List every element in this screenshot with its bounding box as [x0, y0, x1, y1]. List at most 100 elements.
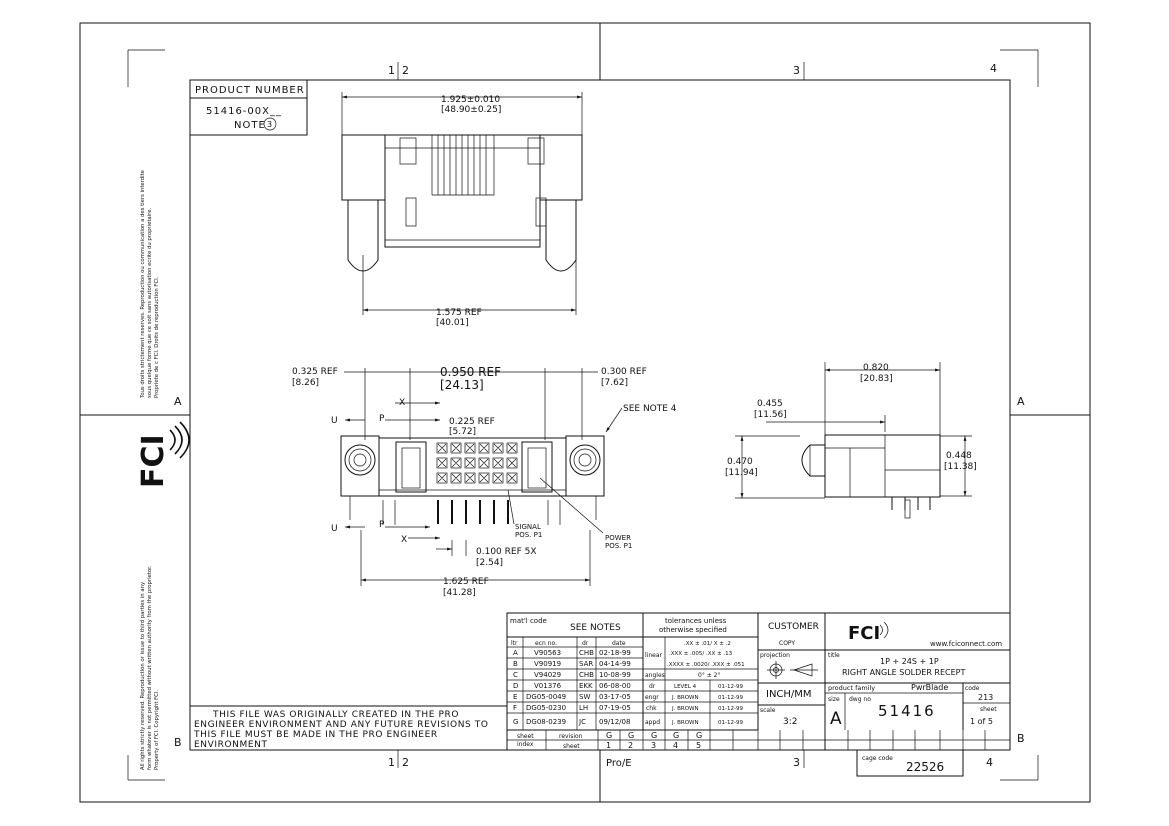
rev-e-dr: SW	[579, 693, 590, 701]
dim-820: 0.820	[863, 363, 889, 373]
rev-head-ecn: ecn no.	[535, 640, 557, 647]
angles-val: 0° ± 2°	[698, 672, 720, 679]
engr-name: J. BROWN	[671, 695, 699, 701]
sheet-num-4: 4	[673, 741, 678, 750]
sheet-sm-label: sheet	[563, 743, 580, 750]
dim-455-mm: [11.56]	[754, 410, 787, 420]
title-line-2: RIGHT ANGLE SOLDER RECEPT	[842, 668, 966, 677]
sheet-index-label-2: index	[517, 741, 534, 748]
angles-label: angles	[645, 672, 665, 679]
zone-bottom-2: 2	[402, 756, 409, 769]
label-u-top: U	[331, 416, 338, 426]
product-number-note: NOTE	[234, 120, 266, 131]
fci-logo-block: FCI	[848, 623, 880, 644]
dim-top-ref: 1.575 REF	[436, 308, 482, 318]
zone-top-2: 2	[402, 64, 409, 77]
rev-head-date: date	[612, 640, 626, 647]
sheet-rev-5: G	[696, 731, 702, 740]
dwg-no: 51416	[878, 702, 936, 720]
signal-label: SIGNAL	[515, 523, 541, 531]
appd-name: J. BROWN	[671, 720, 699, 726]
rev-f-ltr: F	[513, 704, 517, 712]
dim-225: 0.225 REF	[449, 417, 495, 427]
chk-name: J. BROWN	[671, 706, 699, 712]
fci-wave-icon	[879, 621, 889, 639]
dim-470: 0.470	[727, 457, 753, 467]
code-value: 213	[978, 693, 993, 702]
rev-c-date: 10-08-99	[599, 671, 631, 679]
appd-date: 01-12-99	[718, 720, 743, 726]
scale-label: scale	[760, 707, 776, 714]
dim-325: 0.325 REF	[292, 367, 338, 377]
chk-label: chk	[646, 705, 657, 712]
margin-note-en-2: form whatever is not permitted without w…	[147, 565, 153, 770]
pro-e-label: Pro/E	[606, 758, 632, 769]
cage-code: 22526	[906, 760, 944, 774]
note-number: 3	[267, 120, 272, 129]
code-label: code	[965, 685, 980, 692]
rev-head-ltr: ltr	[511, 640, 518, 647]
margin-note-english: All rights strictly reserved. Reproducti…	[140, 565, 160, 770]
rev-a-date: 02-18-99	[599, 649, 631, 657]
label-p-top: P	[379, 414, 385, 424]
level-value: LEVEL 4	[674, 684, 697, 690]
dim-100-mm: [2.54]	[476, 558, 503, 568]
matl-code-label: mat'l code	[510, 617, 547, 625]
rev-head-dr: dr	[582, 640, 589, 647]
dim-470-mm: [11.94]	[725, 468, 758, 478]
rev-a-ecn: V90563	[534, 649, 561, 657]
dim-820-mm: [20.83]	[860, 374, 893, 384]
appd-label: appd	[645, 719, 660, 726]
linear-val-2: .XXX ± .005/ .XX ± .13	[669, 651, 733, 657]
dim-448: 0.448	[946, 451, 972, 461]
label-x-top: X	[399, 398, 405, 408]
label-x-bottom: X	[401, 535, 407, 545]
rev-g-ecn: DG08-0239	[526, 718, 566, 726]
rev-a-dr: CHB	[579, 649, 594, 657]
rev-c-ltr: C	[513, 671, 518, 679]
margin-note-fr-3: Propriete de c FCI. Droits de reproducti…	[154, 276, 160, 398]
dim-300: 0.300 REF	[601, 367, 647, 377]
front-view: 0.325 REF [8.26] 0.950 REF [24.13] 0.300…	[292, 365, 677, 525]
product-family-label: product family	[828, 684, 875, 692]
dim-325-mm: [8.26]	[292, 378, 319, 388]
title-block: mat'l code SEE NOTES tolerances unless o…	[190, 612, 1011, 777]
pro-note-2: ENGINEER ENVIRONMENT AND ANY FUTURE REVI…	[194, 720, 489, 730]
top-view-ribs	[437, 135, 487, 195]
rev-b-ltr: B	[513, 660, 518, 668]
zone-top-1: 1	[388, 64, 395, 77]
linear-label: linear	[645, 652, 663, 659]
zone-bottom-4: 4	[986, 756, 993, 769]
fci-logo-side: FCI	[136, 421, 190, 488]
margin-note-fr-2: sous quelque forme que ce soit sans auto…	[147, 208, 153, 398]
customer-label: CUSTOMER	[768, 622, 819, 632]
zone-right-b: B	[1017, 732, 1025, 745]
rev-g-dr: JC	[578, 718, 586, 726]
size-value: A	[830, 709, 842, 729]
projection-label: projection	[760, 652, 790, 659]
pro-note-3: THIS FILE MUST BE MADE IN THE PRO ENGINE…	[193, 730, 438, 740]
rev-a-ltr: A	[513, 649, 518, 657]
dim-top-width: 1.925±0.010	[441, 95, 500, 105]
zone-left-b: B	[174, 736, 182, 749]
zone-bottom-3: 3	[793, 756, 800, 769]
sheet-num-3: 3	[651, 741, 656, 750]
rev-e-ltr: E	[513, 693, 517, 701]
dim-950-mm: [24.13]	[440, 378, 484, 392]
sheet-rev-1: G	[606, 731, 612, 740]
linear-val-1: .XX ± .01/ X ± .2	[684, 641, 731, 647]
engr-date: 01-12-99	[718, 695, 743, 701]
rev-d-ecn: V01376	[534, 682, 562, 690]
title-label: title	[828, 652, 840, 659]
tolerances-label: tolerances unless	[665, 617, 727, 625]
zone-left-a: A	[174, 395, 182, 408]
zone-top-4: 4	[990, 62, 997, 75]
rev-f-date: 07-19-05	[599, 704, 631, 712]
sheet-num-1: 1	[606, 741, 611, 750]
rev-g-date: 09/12/08	[599, 718, 630, 726]
sheet-index-label-1: sheet	[517, 733, 534, 740]
rev-b-ecn: V90919	[534, 660, 561, 668]
pro-note-4: ENVIRONMENT	[194, 740, 268, 750]
dim-455: 0.455	[757, 399, 783, 409]
zone-bottom-1: 1	[388, 756, 395, 769]
